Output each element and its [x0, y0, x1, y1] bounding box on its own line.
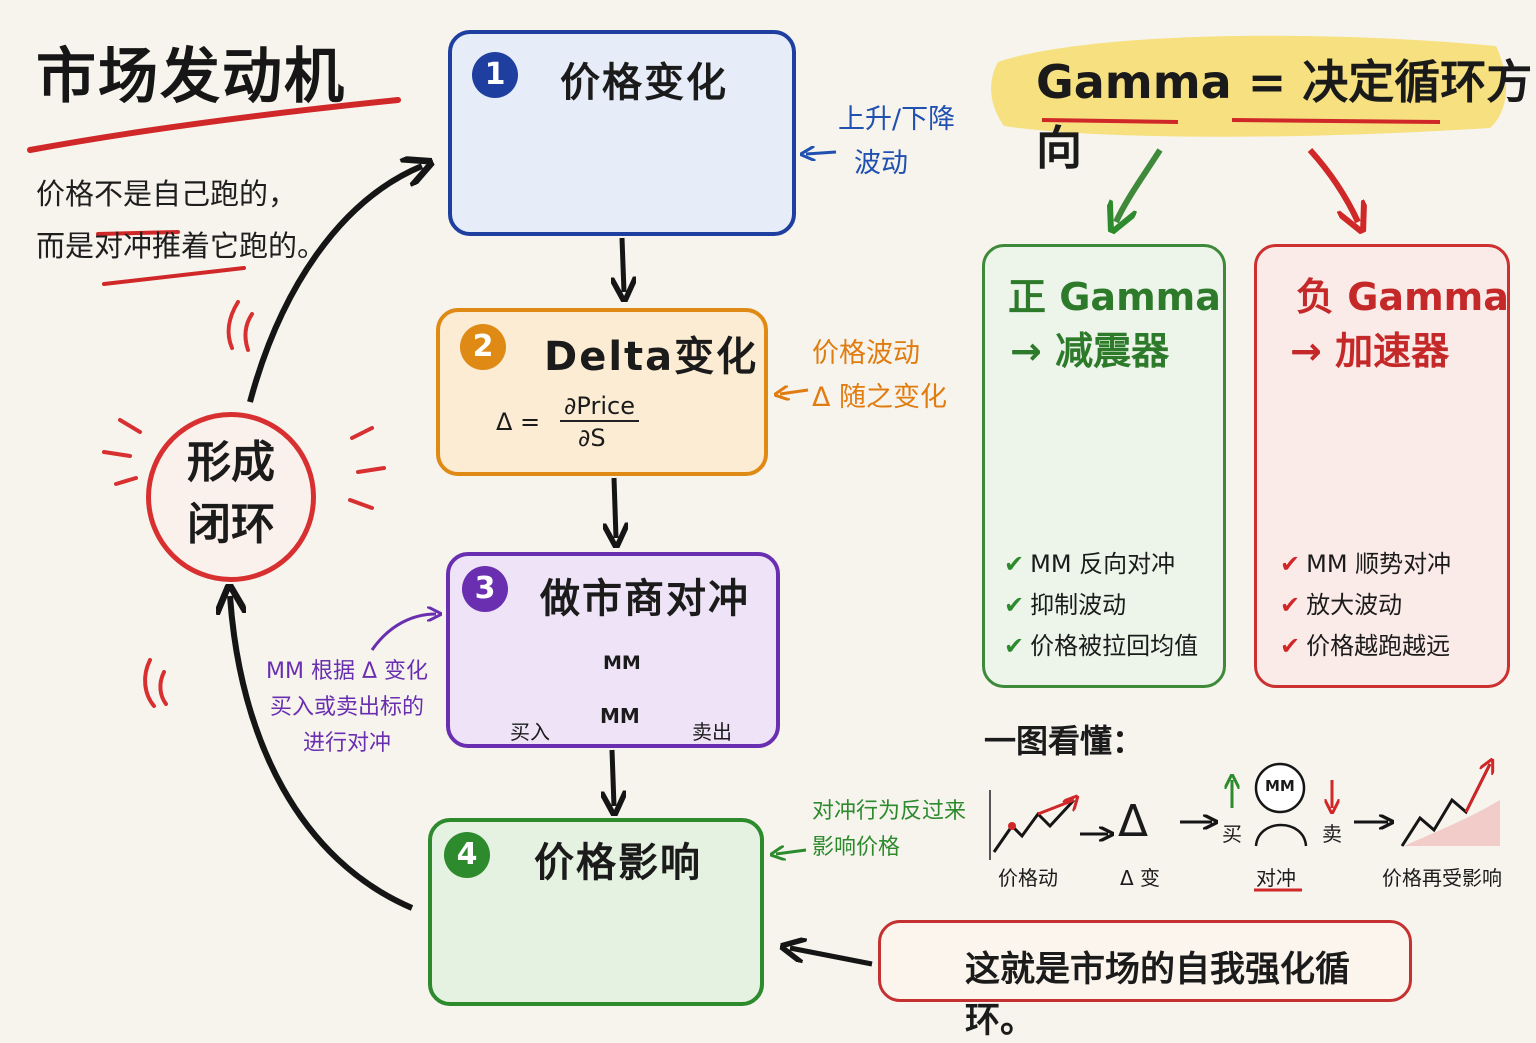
- loop-sparks: [102, 300, 386, 708]
- loop-line-1: 形成: [187, 437, 275, 488]
- note-2-line-2: Δ 随之变化: [812, 382, 948, 413]
- check-icon: ✔: [1004, 591, 1025, 619]
- subtitle-line-1: 价格不是自己跑的，: [36, 177, 298, 211]
- gamma-headline: Gamma = 决定循环方向: [1036, 55, 1533, 175]
- note-3-line-1: MM 根据 Δ 变化: [266, 659, 428, 684]
- negative-gamma-panel: [1254, 244, 1510, 688]
- check-icon: ✔: [1280, 591, 1301, 619]
- summary-label-hedge: 对冲: [1256, 866, 1296, 890]
- summary-label-price-move: 价格动: [998, 866, 1058, 890]
- formula-denominator: ∂S: [578, 424, 606, 452]
- loop-line-2: 闭环: [187, 499, 275, 550]
- loop-circle: 形成 闭环: [146, 412, 316, 582]
- summary-mm-label: MM: [1265, 777, 1295, 795]
- arrow-3-to-4: [612, 749, 614, 806]
- note-1-arrow: [806, 152, 837, 154]
- subtitle-line-2: 而是对冲推着它跑的。: [36, 229, 327, 263]
- positive-gamma-arrow: [1116, 148, 1163, 222]
- step-3-badge: 3: [462, 566, 508, 612]
- sell-label: 卖出: [692, 720, 732, 744]
- list-item: ✔价格越跑越远: [1280, 632, 1451, 660]
- loop-arrow-up: [247, 166, 422, 403]
- positive-gamma-list: ✔MM 反向对冲 ✔抑制波动 ✔价格被拉回均值: [1004, 544, 1198, 667]
- list-item: ✔MM 顺势对冲: [1280, 550, 1452, 578]
- negative-gamma-list: ✔MM 顺势对冲 ✔放大波动 ✔价格越跑越远: [1280, 544, 1451, 667]
- negative-gamma-title: 负 Gamma: [1296, 275, 1509, 319]
- summary-label-delta-change: Δ 变: [1120, 866, 1161, 890]
- summary-buy-label: 买: [1222, 822, 1242, 846]
- arrow-1-to-2: [622, 237, 624, 292]
- list-item: ✔放大波动: [1280, 591, 1403, 619]
- note-3-line-3: 进行对冲: [302, 731, 391, 756]
- note-3-arrow: [370, 614, 436, 651]
- note-4-line-2: 影响价格: [812, 835, 901, 860]
- positive-gamma-title: 正 Gamma: [1008, 275, 1221, 319]
- note-4-arrow: [776, 850, 807, 854]
- negative-gamma-arrow: [1307, 147, 1358, 222]
- summary-delta-symbol: Δ: [1118, 796, 1149, 847]
- summary-label-price-impact: 价格再受影响: [1382, 866, 1502, 890]
- note-3-line-2: 买入或卖出标的: [269, 695, 424, 720]
- step-2-badge: 2: [460, 324, 506, 370]
- gamma-highlight: [991, 35, 1507, 137]
- note-1-line-1: 上升/下降: [838, 104, 956, 135]
- step-3-title: 做市商对冲: [540, 576, 750, 622]
- check-icon: ✔: [1004, 632, 1025, 660]
- note-2-line-1: 价格波动: [812, 338, 920, 369]
- step-1-badge: 1: [472, 52, 518, 98]
- arrow-2-to-3: [614, 477, 616, 538]
- loop-arrow-return: [230, 596, 414, 911]
- positive-gamma-panel: [982, 244, 1226, 688]
- formula-numerator: ∂Price: [560, 392, 639, 422]
- conclusion-arrow: [790, 948, 873, 967]
- note-price-impact: 对冲行为反过来 影响价格: [812, 794, 966, 866]
- buy-label: 买入: [510, 720, 550, 744]
- note-hedge: MM 根据 Δ 变化 买入或卖出标的 进行对冲: [266, 654, 428, 762]
- step-4-title: 价格影响: [534, 840, 702, 886]
- check-icon: ✔: [1280, 550, 1301, 578]
- conclusion-banner: 这就是市场的自我强化循环。: [878, 920, 1412, 1041]
- check-icon: ✔: [1004, 550, 1025, 578]
- title-underline: [27, 97, 401, 153]
- mm-person-label: MM: [600, 704, 640, 728]
- check-icon: ✔: [1280, 632, 1301, 660]
- negative-gamma-subtitle: → 加速器: [1290, 329, 1450, 373]
- summary-title: 一图看懂：: [984, 722, 1145, 760]
- page-title: 市场发动机: [36, 42, 346, 112]
- list-item: ✔价格被拉回均值: [1004, 632, 1199, 660]
- gamma-underline-1: [1041, 118, 1179, 124]
- note-1-line-2: 波动: [854, 148, 908, 179]
- subtitle-underline-2: [102, 266, 246, 286]
- conclusion-text: 这就是市场的自我强化循环。: [965, 950, 1351, 1041]
- subtitle-underline-1: [96, 230, 180, 236]
- list-item: ✔抑制波动: [1004, 591, 1127, 619]
- note-delta-change: 价格波动 Δ 随之变化: [812, 332, 947, 420]
- gamma-underline-2: [1231, 118, 1441, 124]
- subtitle: 价格不是自己跑的， 而是对冲推着它跑的。: [36, 168, 326, 272]
- summary-strip: [989, 764, 1500, 892]
- note-4-line-1: 对冲行为反过来: [812, 799, 967, 824]
- formula-lhs: Δ =: [496, 408, 541, 436]
- summary-sell-label: 卖: [1322, 822, 1342, 846]
- note-price-change: 上升/下降 波动: [838, 98, 955, 186]
- list-item: ✔MM 反向对冲: [1004, 550, 1176, 578]
- mm-circle-label: MM: [603, 652, 641, 674]
- positive-gamma-subtitle: → 减震器: [1010, 329, 1170, 373]
- note-2-arrow: [780, 390, 809, 394]
- step-2-title: Delta变化: [544, 334, 759, 380]
- step-1-title: 价格变化: [560, 60, 728, 106]
- step-4-badge: 4: [444, 832, 490, 878]
